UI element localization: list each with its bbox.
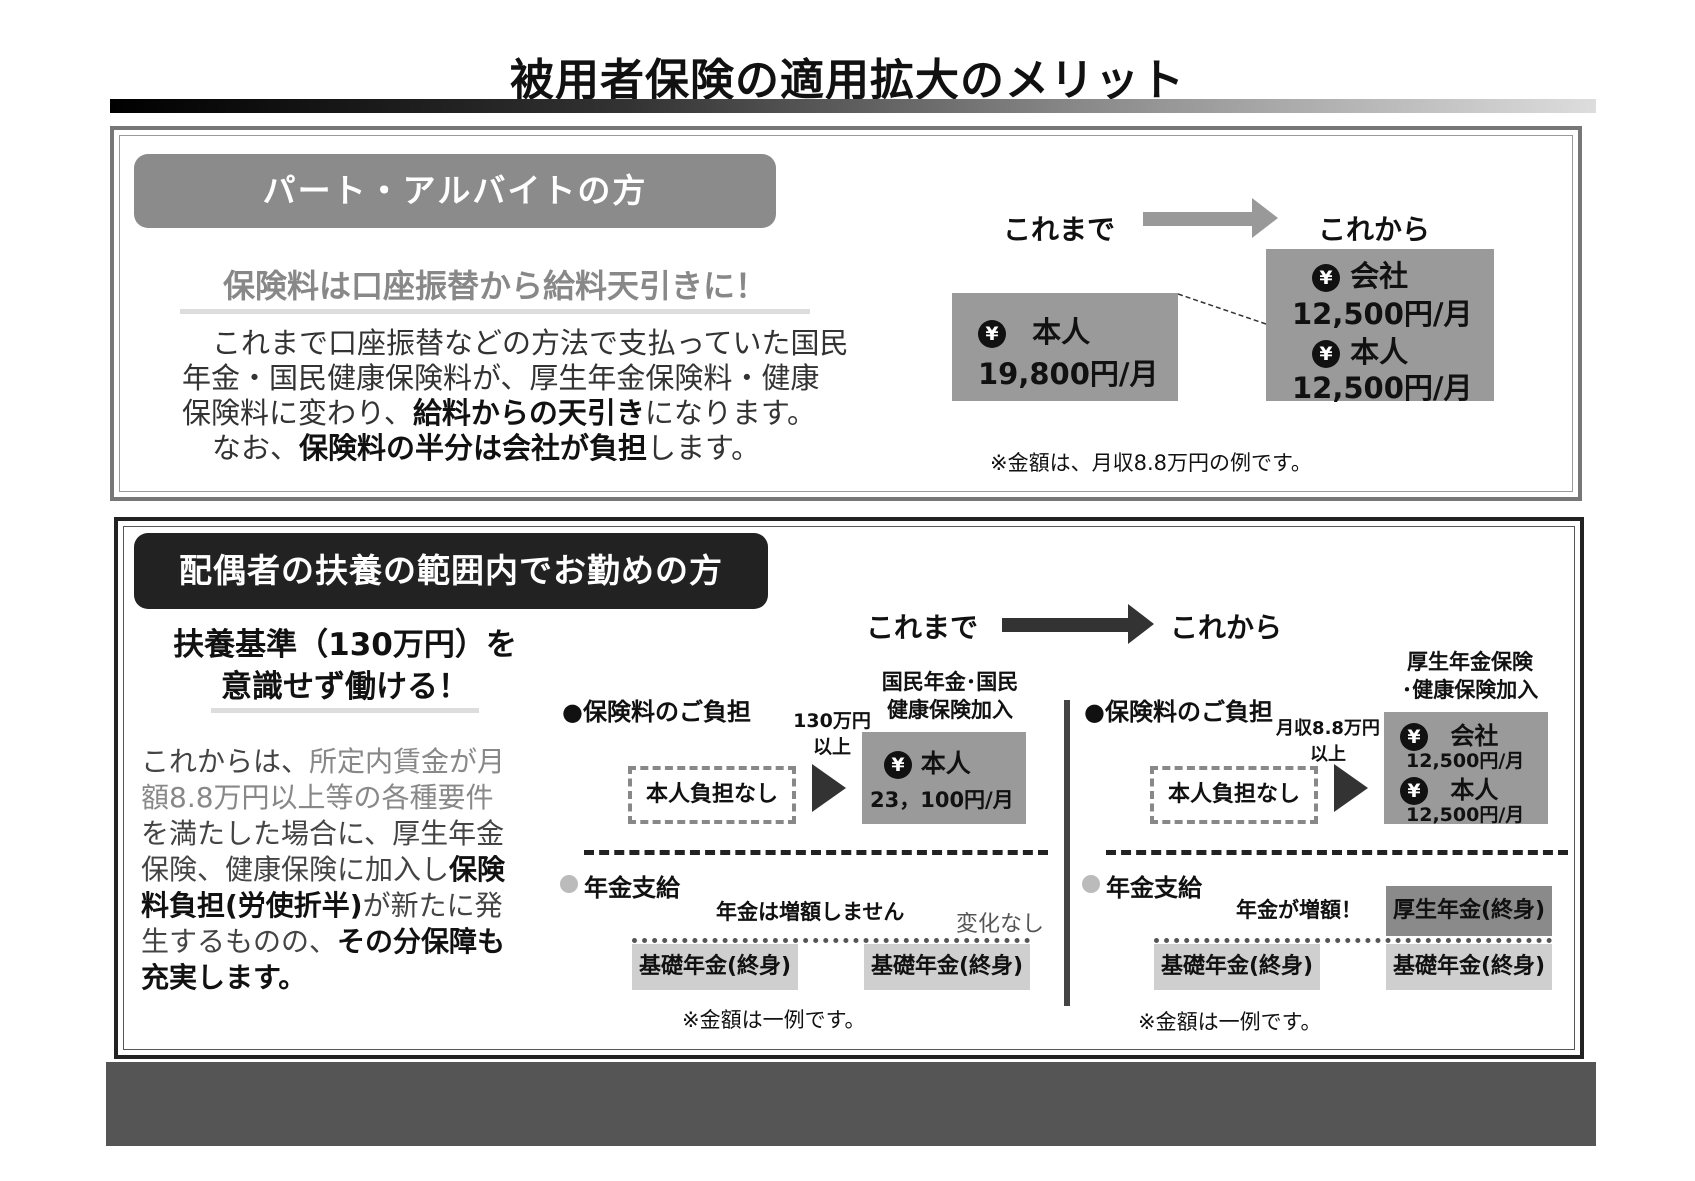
yen-icon: ¥ bbox=[1312, 340, 1340, 368]
after-amount-box: ¥ 会社 12,500円/月 ¥ 本人 12,500円/月 bbox=[1266, 249, 1494, 405]
spouse-description: これからは、所定内賃金が月 額8.8万円以上等の各種要件 を満たした場合に、厚生… bbox=[141, 745, 506, 994]
enrollment-label: 国民年金･国民健康保険加入 bbox=[881, 670, 1019, 722]
basic-pension-box: 基礎年金(終身) bbox=[632, 944, 798, 990]
section-divider bbox=[584, 850, 1048, 855]
yen-icon: ¥ bbox=[884, 751, 912, 779]
no-burden-box: 本人負担なし bbox=[1150, 766, 1318, 824]
self-label: 本人 bbox=[1032, 315, 1091, 349]
part-time-tab: パート・アルバイトの方 bbox=[134, 154, 776, 228]
bullet-icon bbox=[560, 875, 578, 893]
before-amount-box: ¥ 本人 23，100円/月 bbox=[862, 732, 1026, 824]
amount-value: 12,500円/月 bbox=[1292, 297, 1473, 331]
threshold-label: 月収8.8万円以上 bbox=[1276, 718, 1380, 765]
arrow-right-icon bbox=[1252, 198, 1278, 238]
after-label: これから bbox=[1318, 213, 1431, 246]
section-divider bbox=[1106, 850, 1568, 855]
note: ※金額は一例です。 bbox=[1138, 1010, 1322, 1034]
increase-label: 年金が増額！ bbox=[1236, 898, 1362, 922]
play-arrow-icon bbox=[812, 764, 846, 812]
self-label: 本人 bbox=[1450, 776, 1499, 804]
threshold-label: 130万円以上 bbox=[793, 710, 871, 758]
amount-value: 19,800円/月 bbox=[978, 357, 1159, 391]
para-line: 年金・国民健康保険料が、厚生年金保険料・健康 bbox=[182, 361, 820, 395]
amount-value: 12,500円/月 bbox=[1292, 371, 1473, 405]
note: ※金額は、月収8.8万円の例です。 bbox=[990, 451, 1312, 475]
pension-heading: 年金支給 bbox=[1106, 874, 1202, 902]
part-time-panel bbox=[110, 126, 1582, 501]
arrow-shaft bbox=[1002, 618, 1130, 632]
burden-heading: ●保険料のご負担 bbox=[562, 698, 751, 726]
self-label: 本人 bbox=[1350, 335, 1409, 369]
play-arrow-icon bbox=[1334, 764, 1368, 812]
note: ※金額は一例です。 bbox=[682, 1008, 866, 1032]
yen-icon: ¥ bbox=[1400, 723, 1428, 751]
spouse-headline: 扶養基準（130万円）を 意識せず働ける！ bbox=[155, 624, 535, 713]
no-increase-label: 年金は増額しません bbox=[716, 900, 905, 924]
arrow-right-icon bbox=[1128, 604, 1154, 644]
footer-bar bbox=[106, 1062, 1596, 1146]
bullet-icon bbox=[1082, 875, 1100, 893]
basic-pension-box: 基礎年金(終身) bbox=[1154, 944, 1320, 990]
before-amount-box: ¥ 本人 19,800円/月 bbox=[952, 293, 1178, 401]
before-label: これまで bbox=[866, 611, 979, 644]
burden-heading: ●保険料のご負担 bbox=[1084, 698, 1273, 726]
dotted-divider bbox=[632, 938, 1030, 943]
basic-pension-box: 基礎年金(終身) bbox=[864, 944, 1030, 990]
before-label: これまで bbox=[1003, 213, 1116, 246]
company-label: 会社 bbox=[1450, 722, 1499, 750]
spouse-tab: 配偶者の扶養の範囲内でお勤めの方 bbox=[134, 533, 768, 609]
enrollment-label: 厚生年金保険･健康保険加入 bbox=[1401, 650, 1539, 702]
after-amount-box: ¥ 会社 12,500円/月 ¥ 本人 12,500円/月 bbox=[1384, 712, 1548, 826]
pension-heading: 年金支給 bbox=[584, 874, 680, 902]
company-label: 会社 bbox=[1350, 259, 1409, 293]
dotted-divider bbox=[1154, 938, 1552, 943]
self-label: 本人 bbox=[920, 749, 971, 778]
para-line: 保険料に変わり、給料からの天引きになります。 bbox=[182, 396, 816, 430]
after-label: これから bbox=[1170, 611, 1283, 644]
yen-icon: ¥ bbox=[978, 320, 1006, 348]
title-rule bbox=[110, 99, 1596, 113]
arrow-shaft bbox=[1143, 212, 1253, 226]
amount-value: 23，100円/月 bbox=[870, 788, 1014, 812]
amount-value: 12,500円/月 bbox=[1406, 804, 1525, 826]
part-time-subtitle: 保険料は口座振替から給料天引きに！ bbox=[180, 261, 810, 314]
yen-icon: ¥ bbox=[1400, 777, 1428, 805]
amount-value: 12,500円/月 bbox=[1406, 750, 1525, 772]
yen-icon: ¥ bbox=[1312, 264, 1340, 292]
welfare-pension-box: 厚生年金(終身) bbox=[1386, 886, 1552, 936]
no-burden-box: 本人負担なし bbox=[628, 766, 796, 824]
para-line: これまで口座振替などの方法で支払っていた国民 bbox=[212, 326, 849, 360]
vertical-divider bbox=[1064, 700, 1070, 1006]
part-time-description: これまで口座振替などの方法で支払っていた国民 年金・国民健康保険料が、厚生年金保… bbox=[182, 326, 882, 466]
spouse-panel bbox=[114, 517, 1584, 1059]
basic-pension-box: 基礎年金(終身) bbox=[1386, 944, 1552, 990]
no-change-label: 変化なし bbox=[956, 912, 1045, 937]
page-title: 被用者保険の適用拡大のメリット bbox=[510, 55, 1185, 106]
para-line: なお、保険料の半分は会社が負担します。 bbox=[212, 431, 761, 465]
connector-line bbox=[1178, 293, 1267, 325]
